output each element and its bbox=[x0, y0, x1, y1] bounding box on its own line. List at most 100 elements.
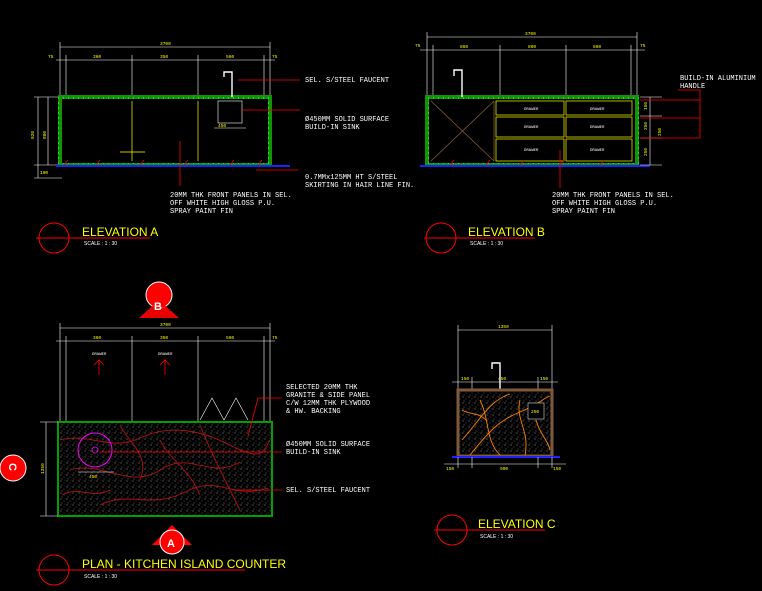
plan-scale: SCALE : 1 : 30 bbox=[84, 574, 117, 580]
elevation-c: 1350 150 450 150 250 150 900 150 ELEV bbox=[434, 324, 566, 546]
plan-note-granite-4: & HW. BACKING bbox=[286, 408, 341, 416]
elev-c-scale: SCALE : 1 : 30 bbox=[480, 534, 513, 540]
plan-kitchen-island: B 3700 360 350 560 75 DRAWER DRAWER bbox=[0, 281, 370, 586]
section-mark-a: A bbox=[152, 525, 192, 555]
elev-b-open-section bbox=[430, 100, 495, 162]
plan-dim-2: 350 bbox=[160, 335, 168, 341]
elev-a-leaders bbox=[179, 79, 300, 186]
drawer-label: DRAWER bbox=[590, 108, 605, 112]
elev-a-note-panel-1: 20MM THK FRONT PANELS IN SEL. bbox=[170, 192, 292, 200]
drawer-label: DRAWER bbox=[590, 149, 605, 153]
elevation-a: 3700 360 350 560 75 75 920 800 100 bbox=[30, 41, 414, 254]
plan-note-faucet: SEL. S/STEEL FAUCENT bbox=[286, 487, 370, 495]
handle-note-1: BUILD-IN ALUMINIUM bbox=[680, 75, 756, 83]
elev-b-top-dimensions bbox=[420, 32, 645, 98]
elev-b-skirting-hatch bbox=[449, 159, 605, 166]
elev-a-dim-total: 3700 bbox=[160, 41, 171, 47]
elev-c-dim-bottom-2: 900 bbox=[500, 466, 508, 472]
elev-b-note-panel-1: 20MM THK FRONT PANELS IN SEL. bbox=[552, 192, 674, 200]
elev-a-faucet bbox=[223, 71, 233, 97]
elev-a-dim-3: 560 bbox=[226, 54, 234, 60]
plan-title: PLAN - KITCHEN ISLAND COUNTER bbox=[82, 557, 286, 571]
handle-note-2: HANDLE bbox=[680, 83, 705, 91]
plan-sink bbox=[77, 432, 113, 468]
plan-leaders bbox=[100, 397, 282, 491]
skirting-note-1: 0.7MMx125MM HT S/STEEL bbox=[305, 174, 397, 182]
elev-a-dim-carcass: 800 bbox=[42, 131, 48, 139]
elev-b-title: ELEVATION B bbox=[468, 225, 545, 239]
elev-b-dim-3: 860 bbox=[528, 44, 536, 50]
drawer-label: DRAWER bbox=[524, 126, 539, 130]
elev-b-leaders bbox=[559, 89, 701, 188]
elev-c-dim-1: 150 bbox=[461, 376, 469, 382]
plan-door-swing bbox=[199, 397, 249, 421]
plan-dim-depth: 1350 bbox=[40, 463, 46, 474]
elev-b-dim-2: 860 bbox=[460, 44, 468, 50]
plan-dim-total: 3700 bbox=[160, 322, 171, 328]
elev-c-dim-bottom-3: 150 bbox=[553, 466, 561, 472]
elev-c-title: ELEVATION C bbox=[478, 517, 556, 531]
plan-note-sink-1: Ø450MM SOLID SURFACE bbox=[286, 440, 370, 449]
elev-a-cabinet-body bbox=[58, 95, 272, 167]
elev-b-drawer-labels: DRAWER DRAWER DRAWER DRAWER DRAWER DRAWE… bbox=[524, 108, 605, 153]
elev-c-dim-3: 150 bbox=[540, 376, 548, 382]
drawer-label: DRAWER bbox=[590, 126, 605, 130]
plan-note-granite-3: C/W 12MM THK PLYWOOD bbox=[286, 400, 370, 408]
elev-b-scale: SCALE : 1 : 30 bbox=[470, 241, 503, 247]
plan-note-granite-2: GRANITE & SIDE PANEL bbox=[286, 392, 370, 400]
elev-b-faucet bbox=[453, 69, 463, 97]
elev-a-panel-lines bbox=[120, 101, 199, 161]
elev-a-title: ELEVATION A bbox=[82, 225, 158, 239]
plan-dim-3: 560 bbox=[226, 335, 234, 341]
elev-c-dim-bottom-1: 150 bbox=[446, 466, 454, 472]
elev-a-dim-4: 75 bbox=[48, 54, 54, 60]
elev-a-dim-sink: 450 bbox=[218, 123, 226, 129]
elev-b-dim-side-3: 250 bbox=[643, 148, 649, 156]
drawer-label: DRAWER bbox=[524, 108, 539, 112]
elev-b-dim-side-2: 250 bbox=[643, 122, 649, 130]
plan-dim-4: 75 bbox=[272, 335, 278, 341]
plan-note-sink-2: BUILD-IN SINK bbox=[286, 449, 341, 457]
elev-b-note-panel-3: SPRAY PAINT FIN bbox=[552, 208, 615, 216]
elev-c-bottom-dimensions bbox=[444, 457, 566, 468]
elev-b-dim-4: 860 bbox=[593, 44, 601, 50]
elev-c-side-dim-box bbox=[527, 402, 545, 420]
elev-a-note-sink-1: Ø450MM SOLID SURFACE bbox=[305, 115, 389, 124]
elev-c-faucet bbox=[491, 362, 501, 390]
plan-drawer-label-2: DRAWER bbox=[158, 353, 173, 357]
plan-top-dimensions bbox=[56, 323, 275, 422]
elev-a-note-sink-2: BUILD-IN SINK bbox=[305, 124, 360, 132]
elev-a-dim-height: 920 bbox=[30, 131, 36, 139]
section-mark-a-label: A bbox=[167, 538, 175, 550]
elev-b-drawer-grid bbox=[495, 100, 633, 162]
section-mark-c-label: C bbox=[6, 463, 18, 471]
elev-a-note-faucet: SEL. S/STEEL FAUCENT bbox=[305, 77, 389, 85]
elev-a-skirting-hatch bbox=[63, 159, 263, 166]
section-mark-b-label: B bbox=[154, 301, 162, 313]
elev-a-scale: SCALE : 1 : 30 bbox=[84, 241, 117, 247]
elev-a-sink bbox=[217, 100, 243, 124]
plan-dim-sink: 450 bbox=[89, 474, 97, 480]
elev-c-dim-2: 450 bbox=[498, 376, 506, 382]
elev-c-granite-veins bbox=[461, 393, 551, 456]
skirting-note-2: SKIRTING IN HAIR LINE FIN. bbox=[305, 182, 414, 190]
plan-note-granite-1: SELECTED 20MM THK bbox=[286, 384, 358, 392]
elev-a-dim-plinth: 100 bbox=[40, 170, 48, 176]
elev-b-dim-side-4: 250 bbox=[657, 128, 663, 136]
plan-sink-drain bbox=[91, 446, 99, 454]
plan-granite-veins bbox=[59, 424, 271, 511]
section-mark-b: B bbox=[139, 281, 179, 318]
elev-b-dim-total: 3700 bbox=[525, 31, 536, 37]
elev-a-dim-5: 75 bbox=[272, 54, 278, 60]
elev-b-dim-side-1: 150 bbox=[643, 102, 649, 110]
elev-a-note-panel-3: SPRAY PAINT FIN bbox=[170, 208, 233, 216]
elev-c-cabinet-body bbox=[456, 388, 554, 458]
plan-drawer-arrows bbox=[93, 359, 171, 375]
plan-dim-1: 360 bbox=[93, 335, 101, 341]
section-mark-c: C bbox=[0, 454, 27, 482]
elev-c-dim-total: 1350 bbox=[498, 324, 509, 330]
elevation-b: 3700 75 860 860 860 75 DRAWER DRAWER DRA… bbox=[415, 31, 756, 254]
elev-a-dim-2: 350 bbox=[160, 54, 168, 60]
elev-c-top-dimensions bbox=[452, 325, 558, 390]
